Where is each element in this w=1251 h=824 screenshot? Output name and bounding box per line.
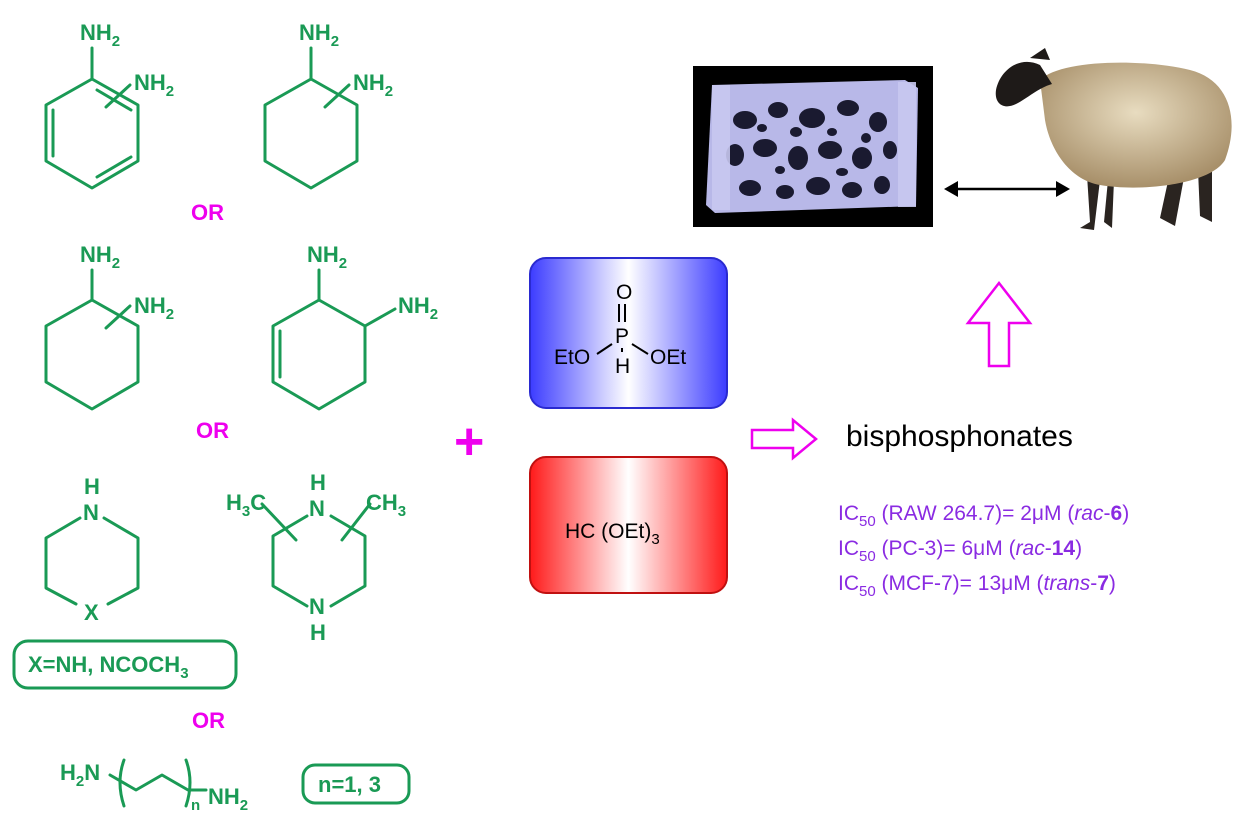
svg-text:N: N <box>309 594 325 619</box>
svg-text:H: H <box>310 620 326 645</box>
svg-text:NH2: NH2 <box>307 242 347 272</box>
double-headed-arrow <box>944 181 1070 197</box>
svg-text:OEt: OEt <box>650 346 686 369</box>
svg-text:HC (OEt)3: HC (OEt)3 <box>565 520 660 548</box>
product-label: bisphosphonates <box>846 420 1073 453</box>
svg-text:NH2: NH2 <box>398 293 438 323</box>
cyclohexenediamine-structure: NH2 NH2 <box>271 242 438 411</box>
or-label-2: OR <box>196 418 229 443</box>
ic50-line-pc3: IC50 (PC-3)= 6μM (rac-14) <box>838 537 1082 565</box>
svg-text:NH2: NH2 <box>208 784 248 814</box>
svg-text:H3C: H3C <box>226 490 266 520</box>
svg-text:H: H <box>310 470 326 495</box>
or-label-1: OR <box>191 200 224 225</box>
svg-text:N: N <box>309 496 325 521</box>
triethyl-orthoformate-box: HC (OEt)3 <box>529 456 728 594</box>
svg-text:H2N: H2N <box>60 760 100 790</box>
diethyl-phosphite-box: O P H EtO OEt <box>529 257 728 409</box>
dimethylpiperazine-structure: H N N H H3C CH3 <box>226 470 406 645</box>
plus-sign: + <box>454 413 484 471</box>
svg-text:NH2: NH2 <box>299 20 339 50</box>
reaction-arrow <box>750 417 818 461</box>
ic50-results: IC50 (RAW 264.7)= 2μM (rac-6) IC50 (PC-3… <box>838 502 1129 600</box>
svg-text:P: P <box>615 325 629 348</box>
svg-text:H: H <box>615 355 630 378</box>
svg-text:X: X <box>84 600 99 625</box>
svg-text:NH2: NH2 <box>80 242 120 272</box>
svg-text:NH2: NH2 <box>80 20 120 50</box>
svg-text:H: H <box>84 474 100 499</box>
svg-text:O: O <box>616 281 632 304</box>
up-arrow <box>965 280 1033 368</box>
bone-microstructure-image <box>693 66 933 227</box>
or-label-3: OR <box>192 708 225 733</box>
alkanediamine-structure: H2N n NH2 <box>60 758 248 814</box>
heterocycle-x-structure: H N X <box>44 474 140 625</box>
svg-text:CH3: CH3 <box>366 490 406 520</box>
svg-text:NH2: NH2 <box>134 293 174 323</box>
svg-text:EtO: EtO <box>554 346 590 369</box>
cyclohexanediamine-structure-1: NH2 NH2 <box>263 20 393 190</box>
ic50-line-mcf7: IC50 (MCF-7)= 13μM (trans-7) <box>838 572 1116 600</box>
benzenediamine-structure: NH2 NH2 <box>44 20 174 190</box>
svg-text:N: N <box>83 500 99 525</box>
svg-text:n=1, 3: n=1, 3 <box>318 772 381 797</box>
svg-text:NH2: NH2 <box>353 70 393 100</box>
svg-text:n: n <box>191 797 200 814</box>
cyclohexanediamine-structure-2: NH2 NH2 <box>44 242 174 411</box>
sheep-image <box>995 48 1232 230</box>
ic50-line-raw: IC50 (RAW 264.7)= 2μM (rac-6) <box>838 502 1129 530</box>
chain-length-box: n=1, 3 <box>301 763 411 805</box>
svg-text:NH2: NH2 <box>134 70 174 100</box>
heterocycle-substituent-box: X=NH, NCOCH3 <box>12 639 238 690</box>
svg-text:X=NH, NCOCH3: X=NH, NCOCH3 <box>28 652 189 682</box>
